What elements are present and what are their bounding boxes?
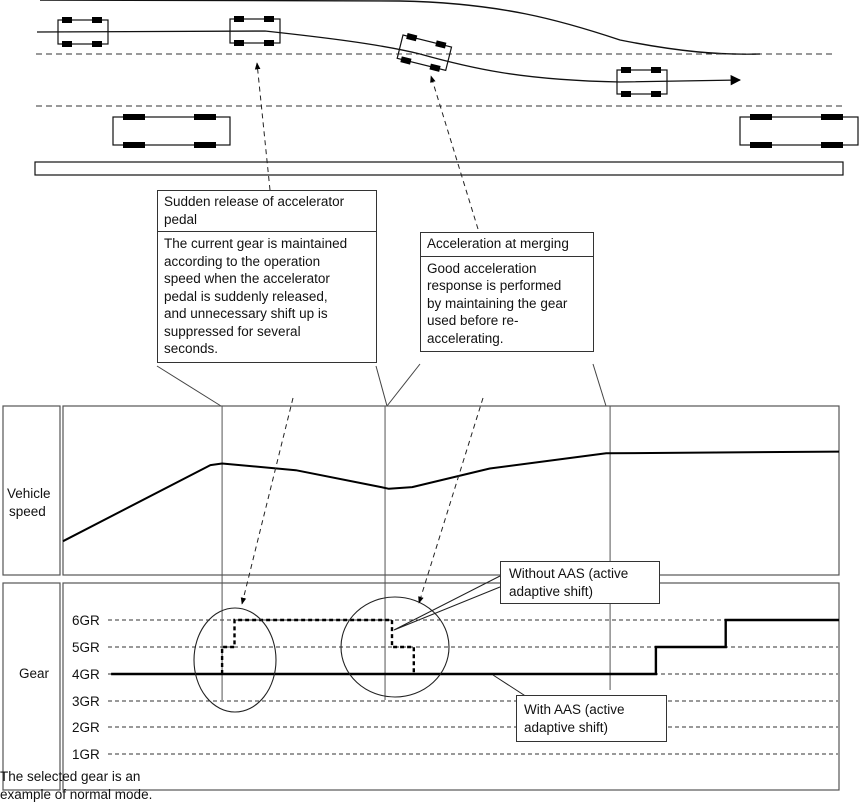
gear-tick-label: 2GR (72, 720, 100, 735)
merging-vehicle-3 (396, 33, 453, 72)
legend-line: adaptive shift) (509, 583, 594, 599)
legend-line: adaptive shift) (524, 719, 609, 735)
footnote: The selected gear is an example of norma… (0, 768, 200, 804)
pointer-merge-to-road (430, 75, 479, 230)
body-line: The current gear is maintained (164, 236, 348, 251)
callout-sudden-release-body: The current gear is maintained according… (158, 232, 376, 362)
pointer-release-to-road (254, 62, 271, 191)
merging-vehicle-1 (57, 17, 109, 47)
body-line: accelerating. (427, 330, 504, 346)
body-line: according to the operation (164, 253, 321, 269)
merging-path (36, 30, 742, 86)
callout-sudden-release-title: Sudden release of accelerator pedal (158, 191, 376, 232)
speed-label-frame (2, 405, 61, 576)
callout-merging: Acceleration at merging Good acceleratio… (420, 232, 594, 352)
gear-tick-label: 5GR (72, 640, 100, 655)
gear-tick-label: 3GR (72, 694, 100, 709)
footnote-line: The selected gear is an (0, 769, 141, 784)
gear-tick-labels: 6GR 5GR 4GR 3GR 2GR 1GR (72, 613, 100, 762)
legend-line: Without AAS (active (509, 566, 629, 581)
footnote-line: example of normal mode. (0, 787, 153, 802)
mainlane-vehicle-left (112, 114, 231, 148)
body-line: by maintaining the gear (427, 295, 568, 311)
gear-tick-label: 1GR (72, 747, 100, 762)
series-with-aas (111, 618, 839, 676)
road-scene (34, 0, 859, 230)
gear-label: Gear (19, 666, 50, 681)
body-line: suppressed for several (164, 323, 301, 339)
connector-release-left (156, 365, 222, 407)
body-line: response is performed (427, 278, 562, 293)
vehicle-speed-curve (62, 450, 840, 543)
speed-plot-frame (62, 405, 840, 576)
callout-merging-title: Acceleration at merging (421, 233, 593, 257)
merging-vehicle-4 (616, 67, 668, 97)
body-line: seconds. (164, 341, 219, 356)
connector-merge-left (386, 363, 421, 407)
speed-label-line2: speed (9, 504, 46, 519)
body-line: pedal is suddenly released, (164, 288, 328, 304)
leader-without-aas (393, 575, 501, 631)
highlight-ellipse-merge (340, 596, 450, 698)
gear-plot-frame (62, 582, 840, 791)
mainlane-vehicle-right (739, 114, 859, 148)
gear-label-frame (2, 582, 61, 791)
body-line: used before re- (427, 313, 519, 328)
callout-sudden-release: Sudden release of accelerator pedal The … (157, 190, 377, 363)
gear-tick-label: 6GR (72, 613, 100, 628)
legend-without-aas: Without AAS (active adaptive shift) (500, 561, 660, 604)
legend-with-aas: With AAS (active adaptive shift) (516, 695, 667, 742)
title-line: Sudden release of accelerator (164, 194, 345, 209)
legend-line: With AAS (active (524, 702, 625, 717)
highlight-ellipse-release (193, 607, 277, 713)
callout-connectors (156, 363, 607, 407)
callout-merging-body: Good acceleration response is performed … (421, 257, 593, 352)
merging-vehicle-2 (229, 16, 281, 46)
body-line: Good acceleration (427, 260, 537, 276)
series-without-aas (220, 618, 415, 674)
connector-merge-right (592, 363, 607, 407)
title-line: pedal (164, 211, 198, 227)
body-line: speed when the accelerator (164, 271, 330, 286)
connector-release-right (375, 365, 388, 407)
gear-tick-label: 4GR (72, 667, 100, 682)
road-edge-upper (39, 0, 761, 55)
speed-label-line1: Vehicle (7, 486, 51, 501)
road-shoulder (34, 161, 844, 176)
body-line: and unnecessary shift up is (164, 306, 328, 321)
